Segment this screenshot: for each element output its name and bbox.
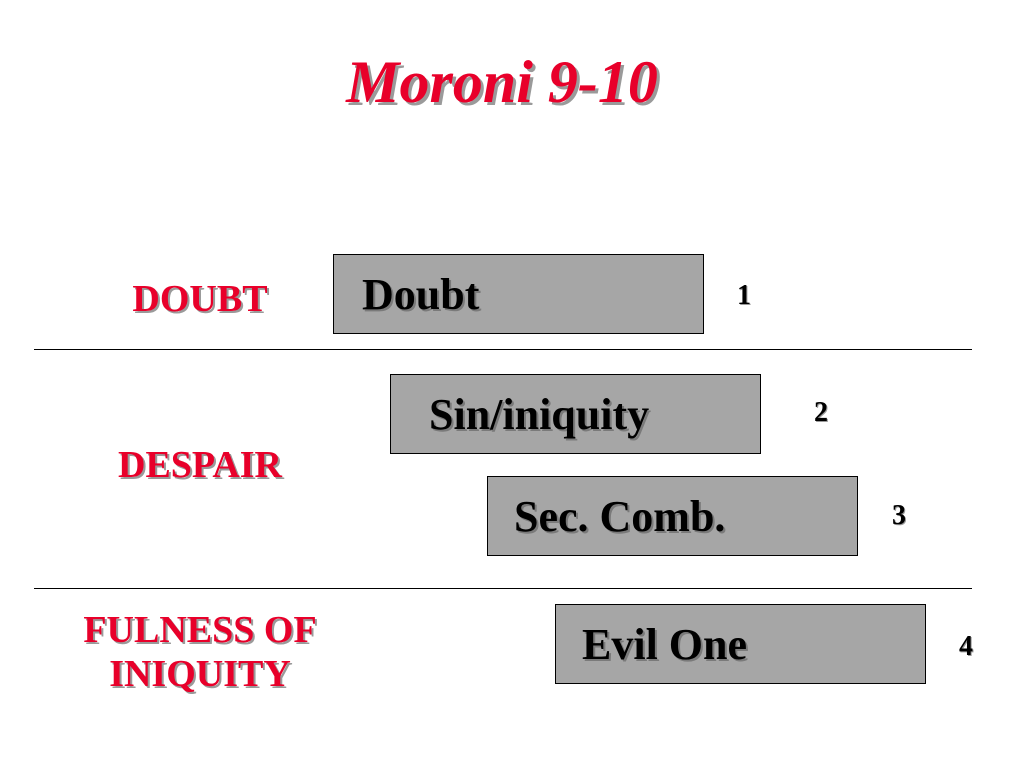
slide-title: Moroni 9-10 (346, 49, 658, 115)
divider-line-1 (34, 349, 972, 350)
category-despair-line-1: DESPAIR (118, 444, 282, 486)
step-box-evil-one: Evil One (555, 604, 926, 684)
step-box-doubt: Doubt (333, 254, 704, 334)
step-box-sec-comb: Sec. Comb. (487, 476, 858, 556)
category-doubt: DOUBT (90, 277, 310, 321)
step-box-label: Evil One (582, 619, 748, 669)
category-despair: DESPAIR (80, 443, 320, 487)
category-fulness-of-iniquity: FULNESS OF INIQUITY (40, 608, 360, 696)
step-number-1: 1 (737, 280, 751, 311)
divider-line-2 (34, 588, 972, 589)
step-box-label: Doubt (362, 269, 480, 319)
step-box-label: Sec. Comb. (514, 491, 726, 541)
category-fulness-line-2: INIQUITY (109, 653, 291, 695)
step-box-label: Sin/iniquity (429, 389, 650, 439)
category-doubt-line-1: DOUBT (132, 278, 268, 320)
step-number-3: 3 (892, 500, 906, 531)
step-number-4: 4 (959, 631, 973, 662)
category-fulness-line-1: FULNESS OF (83, 609, 317, 651)
step-box-sin-iniquity: Sin/iniquity (390, 374, 761, 454)
step-number-2: 2 (814, 397, 828, 428)
